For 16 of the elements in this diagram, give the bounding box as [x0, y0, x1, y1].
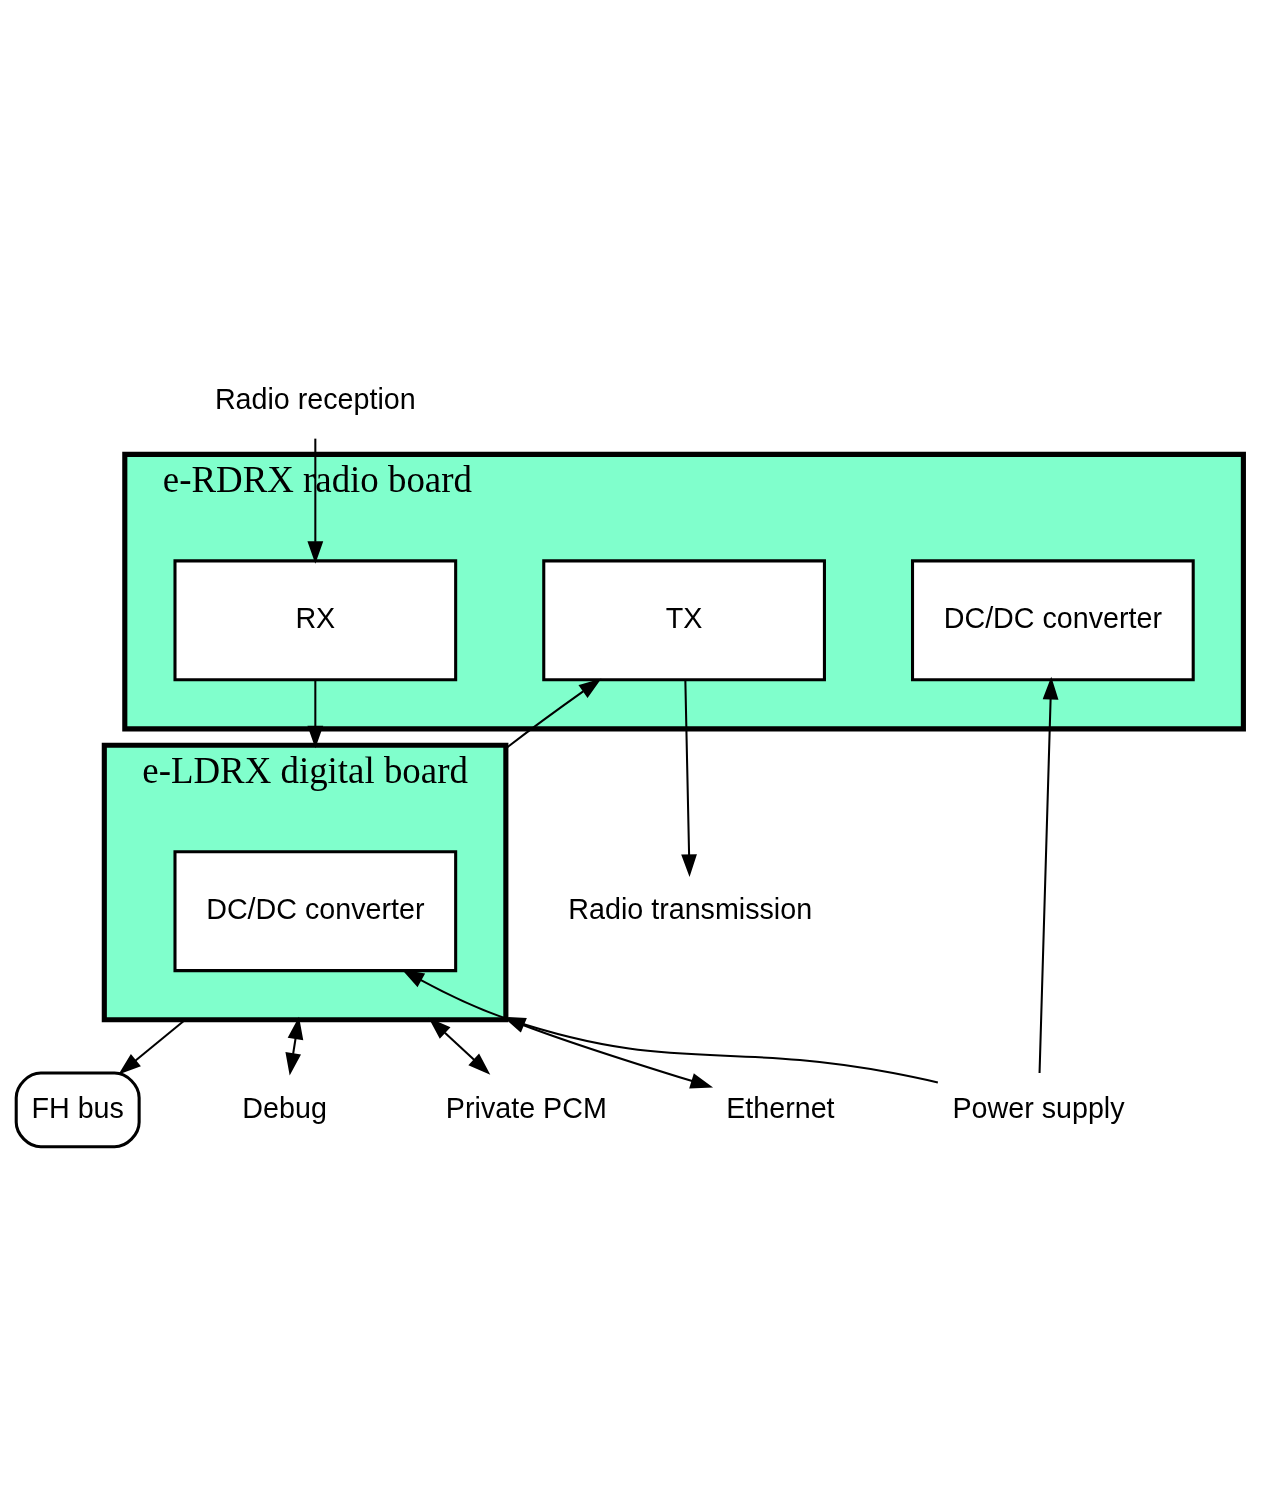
arrow	[285, 1016, 304, 1076]
node-text: Radio reception	[214, 382, 416, 415]
arrow	[681, 679, 697, 877]
node-text: Power supply	[952, 1091, 1125, 1124]
node-box: FH bus	[14, 1071, 141, 1148]
node-box: RX	[173, 558, 458, 681]
node-text: Ethernet	[726, 1091, 835, 1124]
arrow	[307, 679, 324, 748]
arrow	[1038, 676, 1059, 1073]
node-text: Private PCM	[445, 1091, 607, 1124]
node-box: DC/DC converter	[173, 849, 458, 972]
node-text: Debug	[242, 1091, 327, 1124]
node-box: DC/DC converter	[911, 558, 1195, 681]
node-text: Radio transmission	[568, 892, 813, 925]
node-box: TX	[542, 558, 826, 681]
arrow	[505, 678, 602, 749]
